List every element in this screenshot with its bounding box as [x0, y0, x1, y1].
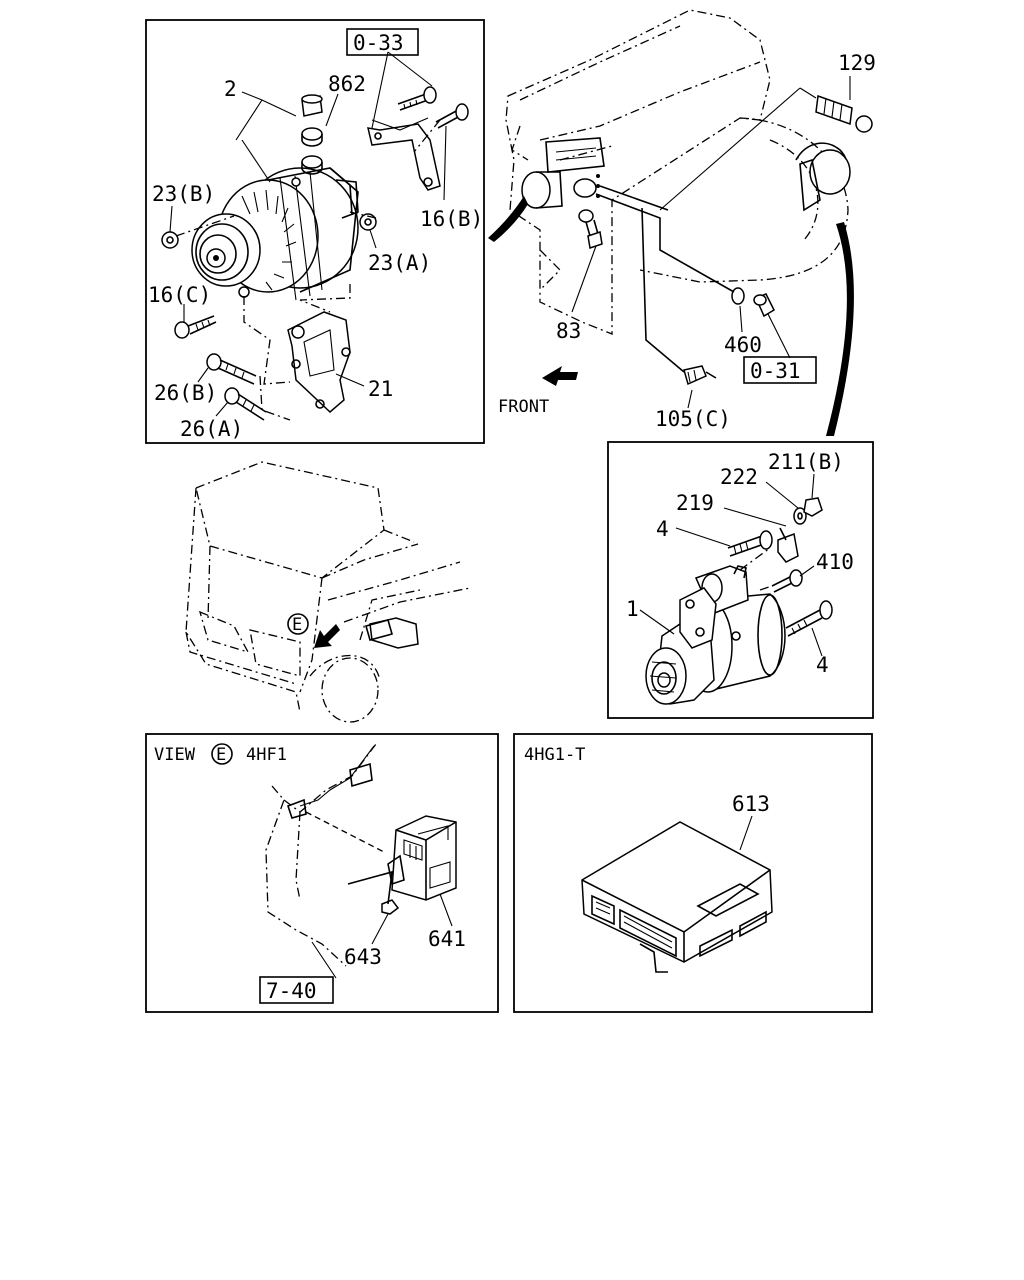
callout-862: 862 — [328, 72, 366, 96]
callout-7-40: 7-40 — [266, 979, 317, 1003]
terminal-219[interactable] — [777, 527, 799, 563]
callout-0-33: 0-33 — [353, 31, 404, 55]
view-e-panel: VIEW E 4HF1 641 643 7-40 — [145, 733, 499, 1013]
callout-460: 460 — [724, 333, 762, 357]
nut-643[interactable] — [381, 899, 400, 915]
front-arrow — [542, 366, 578, 386]
washer-460[interactable] — [731, 287, 745, 305]
callout-410: 410 — [816, 550, 854, 574]
alternator-panel: 2 862 0-33 23(B) 16(B) 23(A) 16(C) 21 26… — [145, 19, 485, 444]
callout-641: 641 — [428, 927, 466, 951]
callout-16c: 16(C) — [148, 283, 211, 307]
callout-643: 643 — [344, 945, 382, 969]
engine-block — [488, 9, 854, 436]
bolt-83[interactable] — [578, 209, 603, 249]
bolt-16b[interactable] — [435, 103, 469, 129]
front-label: FRONT — [498, 397, 549, 417]
callout-222: 222 — [720, 465, 758, 489]
callout-4-lower: 4 — [816, 653, 829, 677]
callout-83: 83 — [556, 319, 581, 343]
plug-0-31[interactable] — [753, 293, 775, 318]
starter-motor[interactable] — [645, 565, 786, 705]
callout-211b: 211(B) — [768, 450, 844, 474]
callout-219: 219 — [676, 491, 714, 515]
callout-26a: 26(A) — [180, 417, 243, 441]
ecu-613[interactable] — [581, 821, 773, 973]
bolt-410[interactable] — [771, 569, 803, 593]
bolt-4-lower[interactable] — [785, 600, 833, 637]
bolt-upper[interactable] — [397, 86, 437, 111]
ecu-panel: 4HG1-T 613 — [513, 733, 873, 1013]
callout-0-31: 0-31 — [750, 359, 801, 383]
callout-26b: 26(B) — [154, 381, 217, 405]
nut-23a[interactable] — [359, 213, 377, 231]
view-e-marker: E — [292, 615, 302, 635]
view-e-model: 4HF1 — [246, 745, 287, 765]
callout-1: 1 — [626, 597, 639, 621]
harness-connector[interactable] — [286, 762, 373, 819]
nut-23b[interactable] — [161, 231, 179, 249]
callout-4-upper: 4 — [656, 517, 669, 541]
alternator[interactable] — [191, 167, 359, 301]
callout-129: 129 — [838, 51, 876, 75]
relay-module-641[interactable] — [387, 815, 457, 901]
sensor-129[interactable] — [815, 94, 873, 133]
callout-23a: 23(A) — [368, 251, 431, 275]
sensor-105c[interactable] — [683, 365, 717, 386]
cap-862[interactable] — [301, 94, 323, 175]
callout-16b: 16(B) — [420, 207, 483, 231]
callout-613: 613 — [732, 792, 770, 816]
model-4hg1t: 4HG1-T — [524, 745, 585, 765]
callout-2: 2 — [224, 77, 237, 101]
bolt-26a[interactable] — [224, 387, 267, 421]
bolt-26b[interactable] — [206, 353, 257, 385]
callout-105c: 105(C) — [655, 407, 731, 431]
callout-21: 21 — [368, 377, 393, 401]
washer-222[interactable] — [793, 507, 807, 525]
bolt-4-upper[interactable] — [727, 530, 773, 557]
callout-23b: 23(B) — [152, 182, 215, 206]
bracket-0-33[interactable] — [367, 123, 441, 191]
view-e-prefix: VIEW — [154, 745, 196, 765]
truck-cab: E — [185, 461, 471, 723]
bolt-16c[interactable] — [174, 315, 217, 339]
starter-panel: 222 211(B) 219 4 410 1 4 — [607, 441, 874, 719]
alternator-mount-21[interactable] — [287, 311, 351, 414]
view-e-circle-letter: E — [216, 745, 226, 765]
nut-211b[interactable] — [803, 497, 823, 517]
